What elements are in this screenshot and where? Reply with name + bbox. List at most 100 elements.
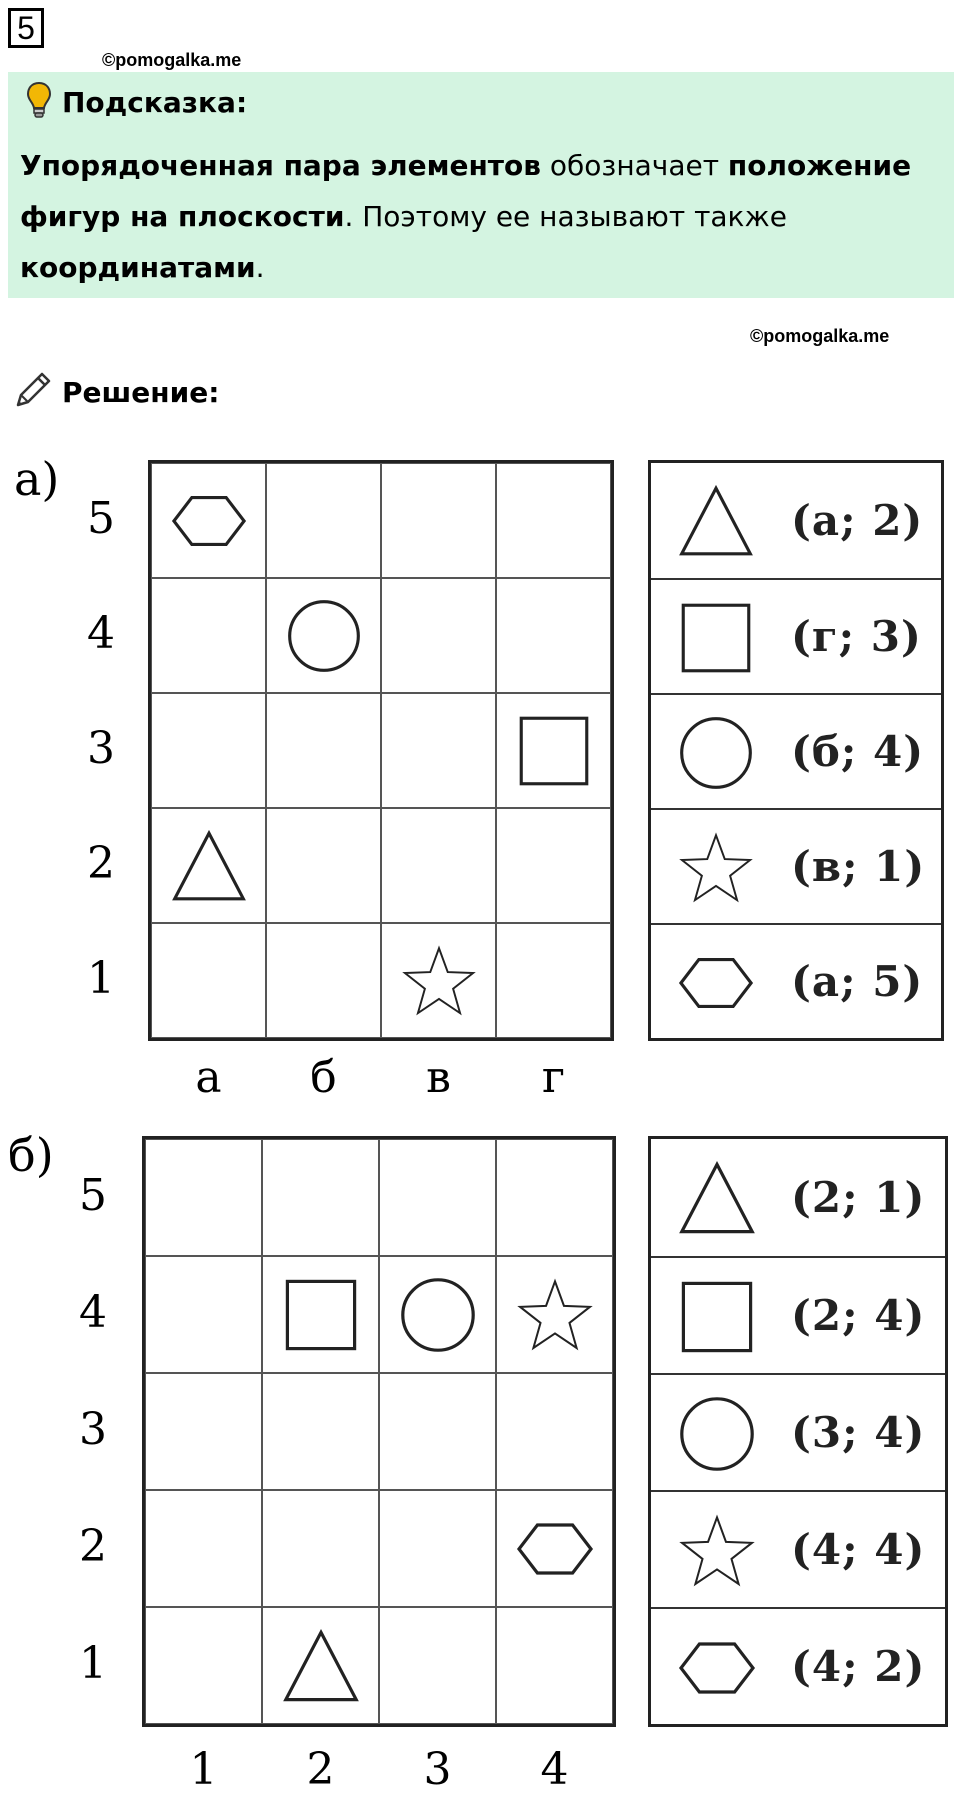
grid-cell [266,578,381,693]
square-icon [681,603,751,672]
legend-row: (3; 4) [651,1373,945,1490]
legend-coordinate: (4; 4) [791,1525,926,1574]
row-label: 1 [79,1637,107,1689]
legend-coordinate: (4; 2) [791,1642,926,1691]
hint-bold-phrase: координатами [20,251,256,284]
legend-row: (а; 5) [651,923,941,1038]
triangle-icon [679,1160,755,1233]
grid-cell [496,923,611,1038]
column-label: 1 [189,1744,218,1795]
grid-cell [266,463,381,578]
legend-shape [677,714,755,797]
grid-cell [266,923,381,1038]
legend-shape [677,1277,757,1362]
grid-cell [151,578,266,693]
row-label: 5 [87,492,115,544]
column-label: 4 [540,1744,569,1795]
grid-cell [262,1373,379,1490]
pencil-icon [12,369,54,416]
circle-icon [680,716,752,789]
legend-coordinate: (а; 2) [791,496,924,545]
row-label: 4 [87,607,115,659]
grid-cell [496,463,611,578]
part_b-legend: (2; 1) (2; 4) (3; 4) (4; 4) (4; 2) [648,1136,948,1727]
grid-cell [379,1256,496,1373]
legend-coordinate: (2; 4) [791,1291,926,1340]
legend-row: (в; 1) [651,808,941,923]
legend-shape [677,1511,757,1596]
row-label: 4 [79,1286,107,1338]
solution-header: Решение: [12,370,219,414]
grid-cell [496,693,611,808]
hint-bold-phrase: Упорядоченная пара элементов [20,149,541,182]
legend-shape [677,1158,757,1243]
hint-phrase: . Поэтому ее называют также [344,200,787,233]
legend-row: (2; 1) [651,1139,945,1256]
grid-cell [151,693,266,808]
part_b-coordinate-grid [142,1136,616,1727]
grid-cell [381,578,496,693]
grid-cell [381,463,496,578]
hint-phrase: . [255,251,265,284]
watermark: ©pomogalka.me [750,326,890,346]
hint-header: Подсказка: [26,80,247,124]
legend-row: (б; 4) [651,693,941,808]
legend-coordinate: (б; 4) [791,727,925,776]
hexagon-icon [678,1641,756,1694]
row-label: 3 [79,1403,107,1455]
grid-cell [496,1373,613,1490]
hint-bold-phrase: положение фигур на плоскости [20,149,912,233]
grid-cell [496,1490,613,1607]
grid-cell [151,463,266,578]
grid-cell [379,1490,496,1607]
grid-cell [266,693,381,808]
grid-cell [496,1139,613,1256]
grid-cell [496,1607,613,1724]
grid-cell [379,1139,496,1256]
grid-cell [496,808,611,923]
grid-cell [496,578,611,693]
grid-cell [262,1607,379,1724]
solution-title: Решение: [62,375,220,409]
grid-cell [266,808,381,923]
watermark: ©pomogalka.me [102,50,242,70]
hint-phrase: обозначает [541,149,728,182]
lightbulb-icon [26,81,52,124]
legend-shape [677,1628,757,1713]
grid-cell [262,1490,379,1607]
grid-cell [379,1607,496,1724]
grid-cell [262,1256,379,1373]
legend-row: (4; 2) [651,1607,945,1724]
legend-row: (а; 2) [651,463,941,578]
grid-cell [151,923,266,1038]
legend-row: (2; 4) [651,1256,945,1373]
legend-coordinate: (а; 5) [791,957,924,1006]
grid-cell [496,1256,613,1373]
column-label: 2 [306,1744,335,1795]
legend-coordinate: (в; 1) [791,842,926,891]
circle-icon [680,1396,754,1471]
legend-row: (4; 4) [651,1490,945,1607]
column-label: 3 [423,1744,452,1795]
grid-cell [381,693,496,808]
part-b-label: б) [8,1128,54,1182]
legend-shape [677,482,755,565]
legend-coordinate: (2; 1) [791,1173,926,1222]
column-label: б [310,1052,337,1103]
column-label: в [426,1052,451,1103]
legend-coordinate: (3; 4) [791,1408,926,1457]
row-label: 2 [79,1520,107,1572]
star-icon [679,1513,755,1586]
legend-shape [677,599,755,682]
hint-text: Упорядоченная пара элементов обозначает … [20,140,940,293]
part-a-label: а) [14,452,60,506]
column-label: г [541,1052,566,1103]
grid-cell [145,1256,262,1373]
star-icon [679,831,753,902]
hexagon-icon [678,957,754,1008]
part_a-coordinate-grid [148,460,614,1041]
task-number: 5 [8,8,44,48]
row-label: 5 [79,1169,107,1221]
part_a-legend: (а; 2)(г; 3)(б; 4)(в; 1)(а; 5) [648,460,944,1041]
row-label: 3 [87,722,115,774]
